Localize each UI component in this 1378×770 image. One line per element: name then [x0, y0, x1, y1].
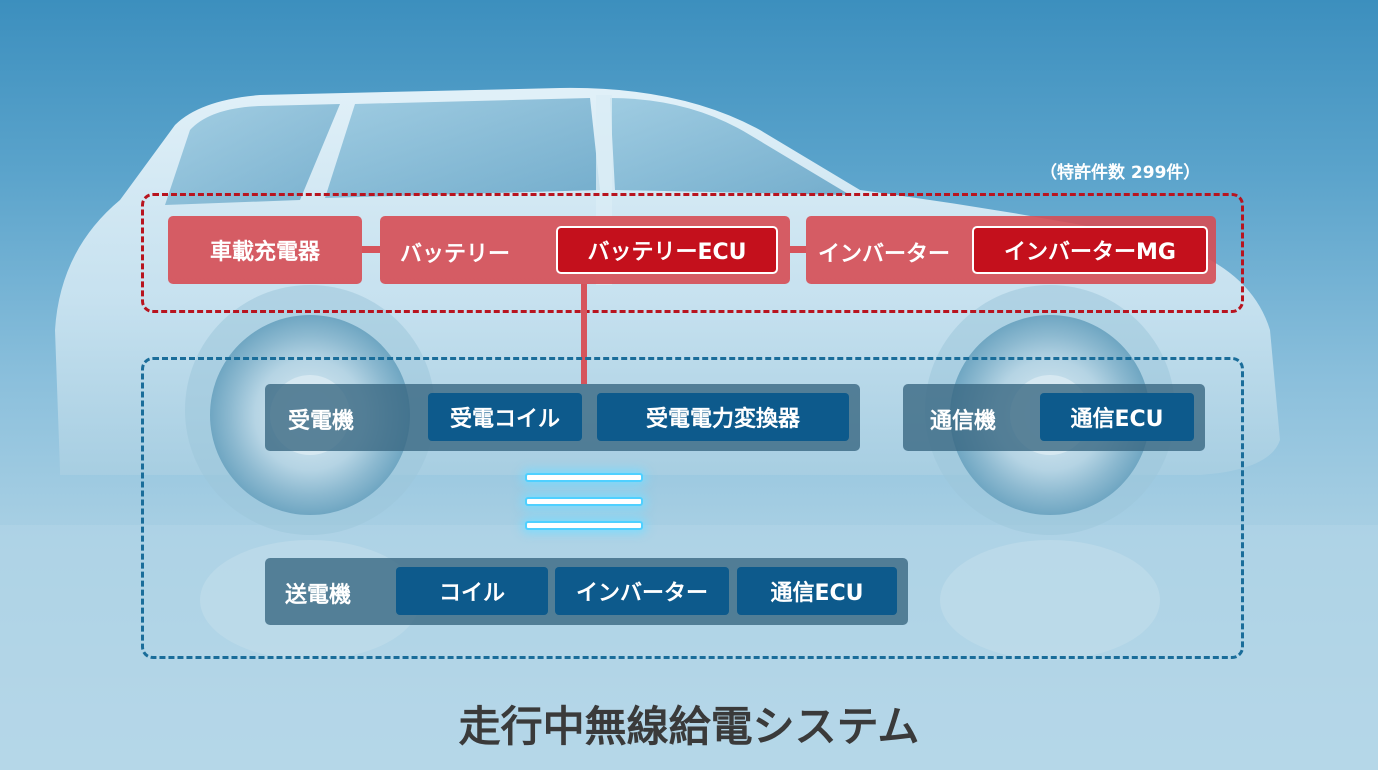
- connector-battery-inverter: [790, 246, 806, 253]
- comm-ecu-label: 通信ECU: [1070, 407, 1164, 432]
- transmitter-label: 送電機: [285, 583, 352, 608]
- vehicle-charger-box: 車載充電器: [168, 216, 362, 284]
- receiver-converter-label: 受電電力変換器: [645, 407, 800, 432]
- inverter-mg-label: インバーターMG: [1004, 240, 1176, 265]
- transmitter-ecu-label: 通信ECU: [770, 581, 864, 606]
- transmitter-inverter-box: インバーター: [555, 567, 729, 615]
- vehicle-system-frame: [141, 193, 1244, 313]
- transmitter-ecu-box: 通信ECU: [737, 567, 897, 615]
- power-coil-bar-2: [525, 497, 643, 506]
- battery-label: バッテリー: [400, 242, 511, 267]
- connector-battery-receiver: [581, 284, 587, 384]
- transmitter-coil-label: コイル: [438, 581, 505, 606]
- comm-ecu-box: 通信ECU: [1040, 393, 1194, 441]
- middle-window: [325, 98, 600, 198]
- front-wheel-reflection: [940, 540, 1160, 660]
- receiver-converter-box: 受電電力変換器: [597, 393, 849, 441]
- wireless-system-frame: [141, 357, 1244, 659]
- transmitter-inverter-label: インバーター: [575, 581, 708, 606]
- rear-window: [165, 104, 340, 205]
- diagram-title: 走行中無線給電システム: [458, 702, 920, 751]
- inverter-label: インバーター: [818, 242, 951, 267]
- power-coil-bar-3: [525, 521, 643, 530]
- power-coil-bar-1: [525, 473, 643, 482]
- transmitter-coil-box: コイル: [396, 567, 548, 615]
- receiver-coil-label: 受電コイル: [449, 407, 560, 432]
- front-window: [610, 98, 850, 195]
- connector-charger-battery: [362, 246, 380, 253]
- comm-label: 通信機: [930, 409, 997, 434]
- vehicle-charger-label: 車載充電器: [209, 240, 320, 265]
- receiver-coil-box: 受電コイル: [428, 393, 582, 441]
- patent-count-note: （特許件数 299件）: [1040, 163, 1201, 183]
- receiver-label: 受電機: [288, 409, 355, 434]
- battery-ecu-box: バッテリーECU: [556, 226, 778, 274]
- battery-ecu-label: バッテリーECU: [587, 240, 747, 265]
- inverter-mg-box: インバーターMG: [972, 226, 1208, 274]
